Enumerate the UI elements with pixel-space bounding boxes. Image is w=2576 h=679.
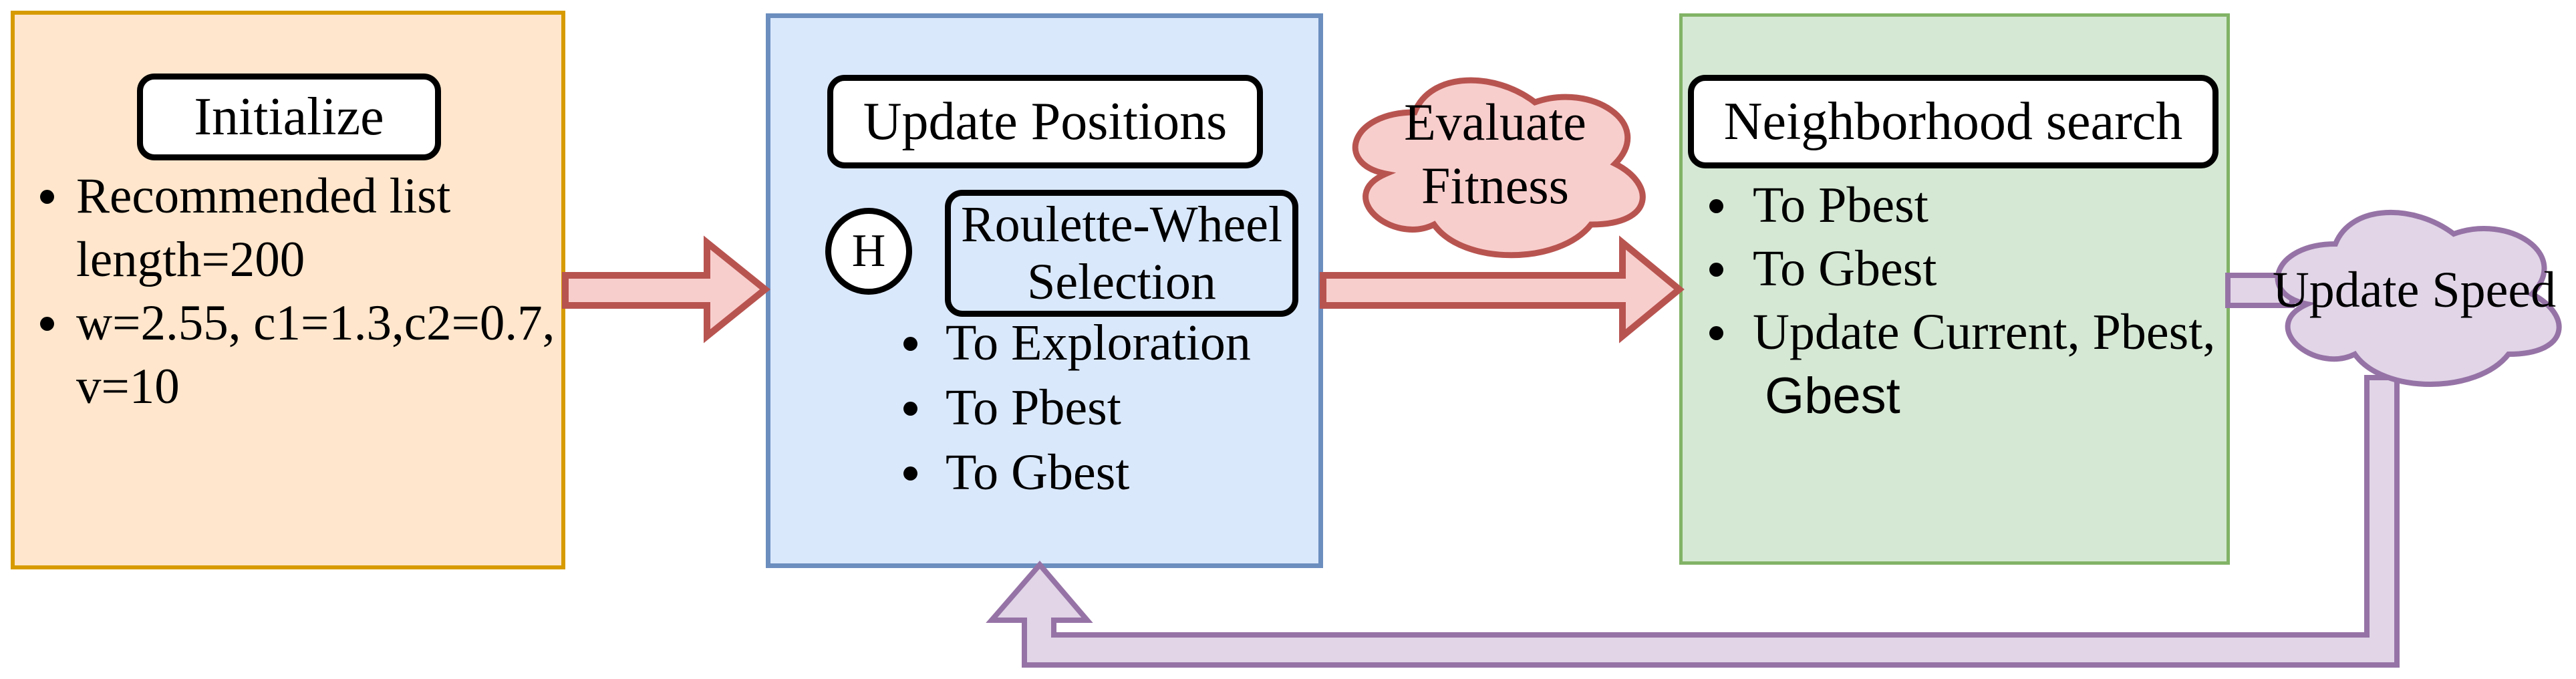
- update-positions-bullets: To Exploration To Pbest To Gbest: [903, 311, 1346, 505]
- list-item: Recommended list length=200: [40, 164, 574, 291]
- bullet-dot: [40, 317, 54, 331]
- update-positions-bullet-3: To Gbest: [946, 444, 1130, 501]
- initialize-bullet-1: Recommended list length=200: [76, 168, 451, 287]
- h-badge-label: H: [851, 225, 886, 277]
- update-positions-bullet-1: To Exploration: [946, 315, 1251, 371]
- initialize-bullets: Recommended list length=200 w=2.55, c1=1…: [40, 164, 574, 418]
- feedback-loop-arrow: [986, 375, 2400, 668]
- neighborhood-bullet-3: Update Current, Pbest,: [1753, 304, 2216, 360]
- update-positions-node: Update Positions H Roulette-Wheel Select…: [766, 13, 1323, 568]
- update-positions-bullet-2: To Pbest: [946, 380, 1121, 436]
- update-speed-label: Update Speed: [2272, 262, 2557, 318]
- roulette-wheel-selection-box: Roulette-Wheel Selection: [945, 190, 1298, 317]
- update-speed-cloud: [2275, 210, 2562, 387]
- initialize-title: Initialize: [137, 74, 441, 160]
- neighborhood-bullet-2: To Gbest: [1753, 241, 1937, 297]
- roulette-wheel-selection-label: Roulette-Wheel Selection: [960, 196, 1283, 310]
- evaluate-fitness-cloud: [1352, 77, 1646, 259]
- list-item: To Gbest: [1709, 237, 2234, 301]
- list-item: To Pbest: [903, 376, 1346, 440]
- initialize-node: Initialize Recommended list length=200 w…: [11, 11, 565, 569]
- arrow-initialize-to-update: [562, 235, 770, 344]
- neighborhood-search-bullets: To Pbest To Gbest Update Current, Pbest,…: [1709, 174, 2234, 428]
- bullet-dot: [40, 190, 54, 204]
- bullet-dot: [903, 466, 917, 481]
- bullet-dot: [1709, 326, 1723, 340]
- list-item: w=2.55, c1=1.3,c2=0.7, v=10: [40, 291, 574, 418]
- initialize-bullet-2: w=2.55, c1=1.3,c2=0.7, v=10: [76, 295, 555, 414]
- neighborhood-search-title: Neighborhood search: [1688, 75, 2219, 168]
- list-item: Update Current, Pbest, Gbest: [1709, 301, 2234, 428]
- update-positions-title: Update Positions: [827, 75, 1263, 168]
- list-item: To Gbest: [903, 440, 1346, 505]
- arrow-update-to-neighborhood: [1320, 235, 1685, 344]
- evaluate-fitness-label: Evaluate Fitness: [1404, 93, 1586, 215]
- h-badge: H: [825, 208, 912, 295]
- bullet-dot: [1709, 263, 1723, 277]
- bullet-dot: [1709, 199, 1723, 213]
- bullet-dot: [903, 337, 917, 351]
- list-item: To Pbest: [1709, 174, 2234, 237]
- neighborhood-search-node: Neighborhood search To Pbest To Gbest Up…: [1679, 13, 2230, 565]
- neighborhood-bullet-3-continuation: Gbest: [1765, 368, 1900, 424]
- neighborhood-bullet-1: To Pbest: [1753, 177, 1928, 233]
- bullet-dot: [903, 402, 917, 416]
- list-item: To Exploration: [903, 311, 1346, 376]
